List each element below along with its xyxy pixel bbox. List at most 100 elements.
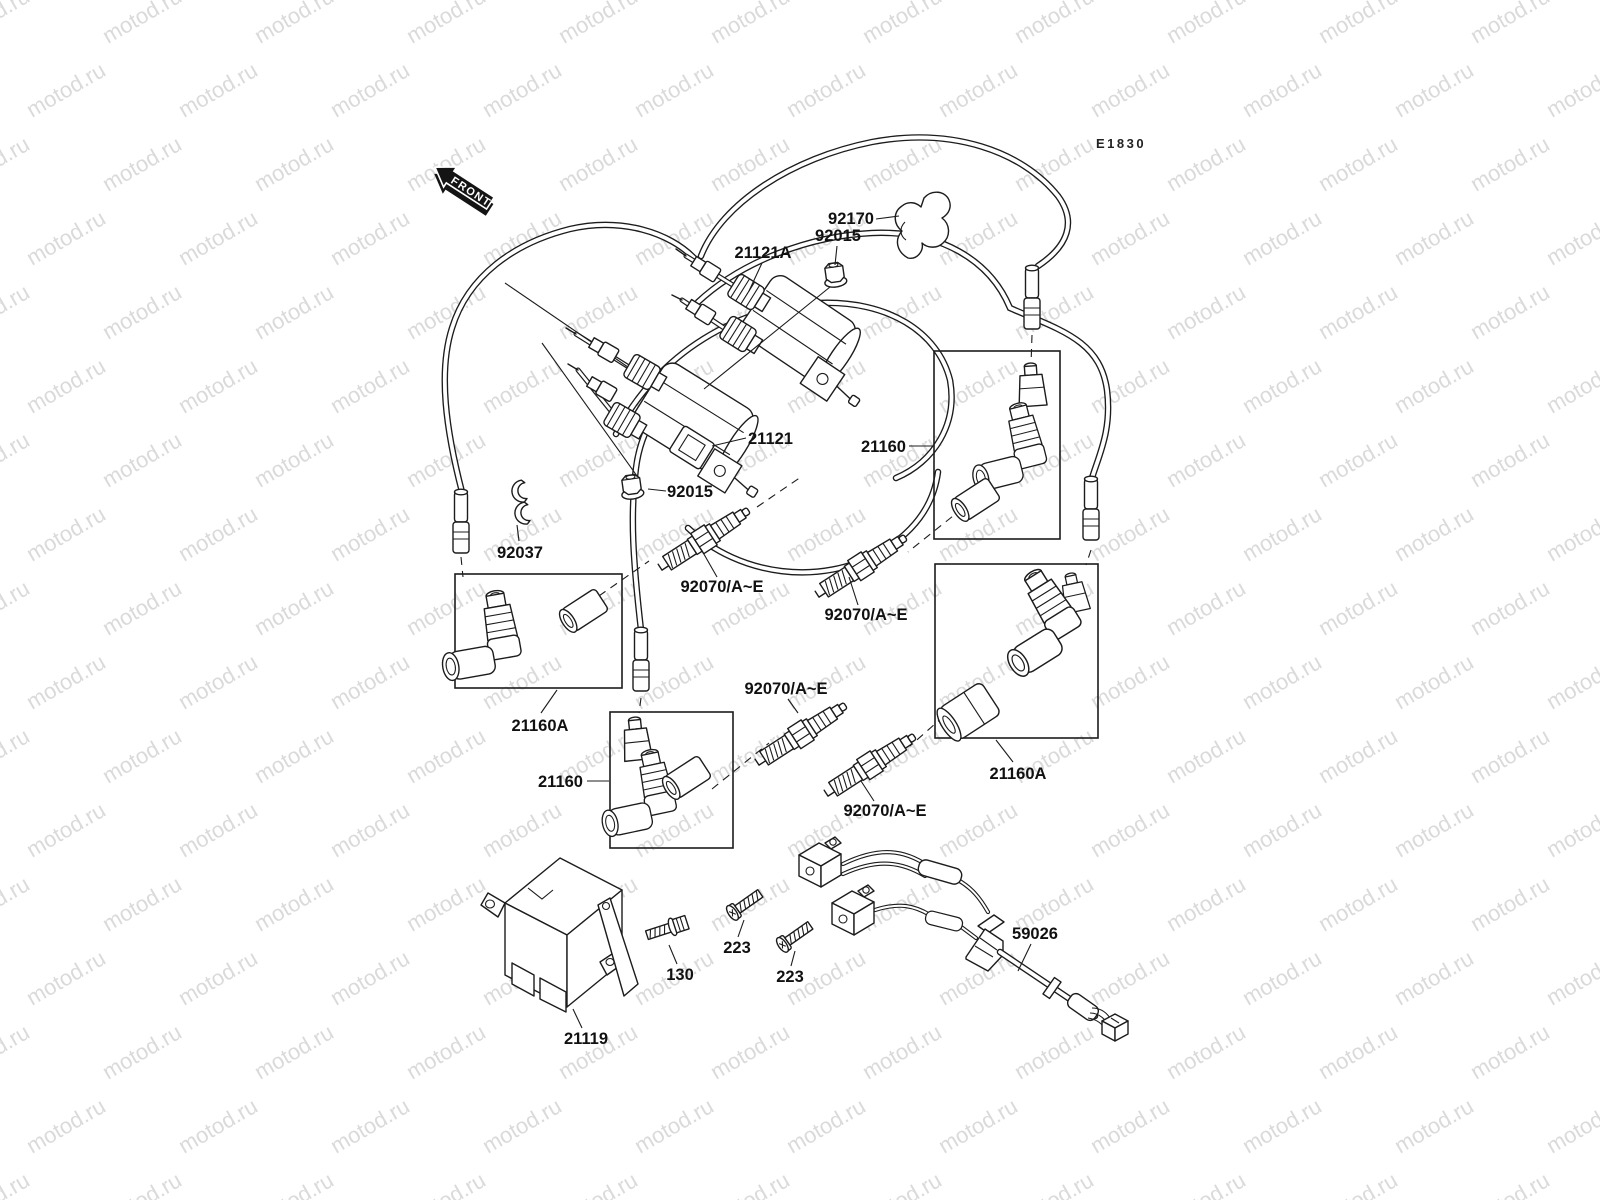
wire-terminal-2	[632, 626, 650, 692]
watermark-text: motod.ru	[174, 501, 262, 566]
watermark-text: motod.ru	[1314, 1167, 1402, 1200]
watermark-text: motod.ru	[174, 205, 262, 270]
watermark-text: motod.ru	[402, 575, 490, 640]
clamp-92170	[894, 191, 951, 259]
watermark-text: motod.ru	[782, 1093, 870, 1158]
watermark-text: motod.ru	[1466, 0, 1554, 48]
watermark-text: motod.ru	[1542, 57, 1600, 122]
watermark-text: motod.ru	[1314, 575, 1402, 640]
label-92070-3: 92070/A~E	[744, 680, 827, 698]
watermark-text: motod.ru	[1314, 427, 1402, 492]
watermark-text: motod.ru	[22, 57, 110, 122]
watermark-text: motod.ru	[630, 57, 718, 122]
front-direction-arrow: FRONT	[433, 166, 496, 216]
ignition-coil-21121	[585, 335, 759, 498]
label-223-a: 223	[723, 939, 751, 957]
watermark-text: motod.ru	[402, 723, 490, 788]
watermark-text: motod.ru	[706, 1167, 794, 1200]
watermark-text: motod.ru	[554, 131, 642, 196]
watermark-text: motod.ru	[98, 575, 186, 640]
watermark-text: motod.ru	[1542, 1093, 1600, 1158]
watermark-text: motod.ru	[1390, 57, 1478, 122]
watermark-text: motod.ru	[1162, 575, 1250, 640]
watermark-text: motod.ru	[22, 205, 110, 270]
label-21121A: 21121A	[735, 244, 792, 262]
watermark-text: motod.ru	[1390, 353, 1478, 418]
watermark-text: motod.ru	[1162, 0, 1250, 48]
watermark-text: motod.ru	[1314, 871, 1402, 936]
watermark-text: motod.ru	[1466, 871, 1554, 936]
label-130: 130	[666, 966, 694, 984]
watermark-text: motod.ru	[1010, 1019, 1098, 1084]
watermark-text: motod.ru	[402, 1167, 490, 1200]
nut-92015-lower	[618, 472, 646, 502]
watermark-text: motod.ru	[1314, 1019, 1402, 1084]
watermark-text: motod.ru	[478, 1093, 566, 1158]
watermark-text: motod.ru	[326, 57, 414, 122]
watermark-text: motod.ru	[1162, 1019, 1250, 1084]
watermark-text: motod.ru	[326, 797, 414, 862]
watermark-text: motod.ru	[1390, 797, 1478, 862]
watermark-text: motod.ru	[0, 279, 34, 344]
watermark-text: motod.ru	[1466, 1019, 1554, 1084]
watermark-text: motod.ru	[1086, 797, 1174, 862]
watermark-text: motod.ru	[1390, 649, 1478, 714]
watermark-text: motod.ru	[1086, 1093, 1174, 1158]
callout-box-21160-right	[933, 350, 1061, 540]
watermark-text: motod.ru	[174, 945, 262, 1010]
watermark-text: motod.ru	[1086, 57, 1174, 122]
watermark-text: motod.ru	[1162, 1167, 1250, 1200]
watermark-text: motod.ru	[934, 797, 1022, 862]
watermark-text: motod.ru	[402, 427, 490, 492]
watermark-text: motod.ru	[98, 0, 186, 48]
watermark-text: motod.ru	[934, 1093, 1022, 1158]
watermark-text: motod.ru	[22, 945, 110, 1010]
watermark-text: motod.ru	[326, 205, 414, 270]
watermark-text: motod.ru	[250, 131, 338, 196]
watermark-text: motod.ru	[326, 501, 414, 566]
watermark-text: motod.ru	[1466, 723, 1554, 788]
watermark-text: motod.ru	[1238, 945, 1326, 1010]
watermark-text: motod.ru	[1466, 1167, 1554, 1200]
callout-box-21160A-left	[454, 573, 623, 689]
watermark-text: motod.ru	[326, 353, 414, 418]
callout-box-21160A-right	[934, 563, 1099, 739]
label-92070-4: 92070/A~E	[843, 802, 926, 820]
watermark-text: motod.ru	[1238, 501, 1326, 566]
watermark-text: motod.ru	[1466, 427, 1554, 492]
watermark-text: motod.ru	[1466, 131, 1554, 196]
watermark-text: motod.ru	[98, 1019, 186, 1084]
watermark-text: motod.ru	[1010, 1167, 1098, 1200]
watermark-text: motod.ru	[630, 1093, 718, 1158]
watermark-text: motod.ru	[1086, 205, 1174, 270]
watermark-text: motod.ru	[1390, 205, 1478, 270]
label-92015-lower: 92015	[667, 483, 713, 501]
watermark-text: motod.ru	[1162, 131, 1250, 196]
watermark-text: motod.ru	[478, 353, 566, 418]
watermark-text: motod.ru	[1314, 0, 1402, 48]
watermark-text: motod.ru	[250, 575, 338, 640]
watermark-text: motod.ru	[0, 575, 34, 640]
watermark-text: motod.ru	[174, 797, 262, 862]
watermark-text: motod.ru	[0, 131, 34, 196]
watermark-text: motod.ru	[250, 0, 338, 48]
watermark-text: motod.ru	[782, 57, 870, 122]
watermark-text: motod.ru	[250, 723, 338, 788]
watermark-text: motod.ru	[22, 1093, 110, 1158]
label-92070-1: 92070/A~E	[680, 578, 763, 596]
watermark-text: motod.ru	[934, 57, 1022, 122]
watermark-text: motod.ru	[0, 1019, 34, 1084]
watermark-text: motod.ru	[250, 1019, 338, 1084]
watermark-text: motod.ru	[1238, 353, 1326, 418]
watermark-text: motod.ru	[1390, 1093, 1478, 1158]
callout-box-21160-center	[609, 711, 734, 849]
label-21160A-right: 21160A	[990, 765, 1047, 783]
watermark-text: motod.ru	[1162, 427, 1250, 492]
watermark-text: motod.ru	[1390, 945, 1478, 1010]
watermark-text: motod.ru	[1314, 131, 1402, 196]
watermark-text: motod.ru	[858, 0, 946, 48]
watermark-text: motod.ru	[98, 871, 186, 936]
leader-lines	[516, 215, 1032, 1029]
watermark-text: motod.ru	[1086, 945, 1174, 1010]
